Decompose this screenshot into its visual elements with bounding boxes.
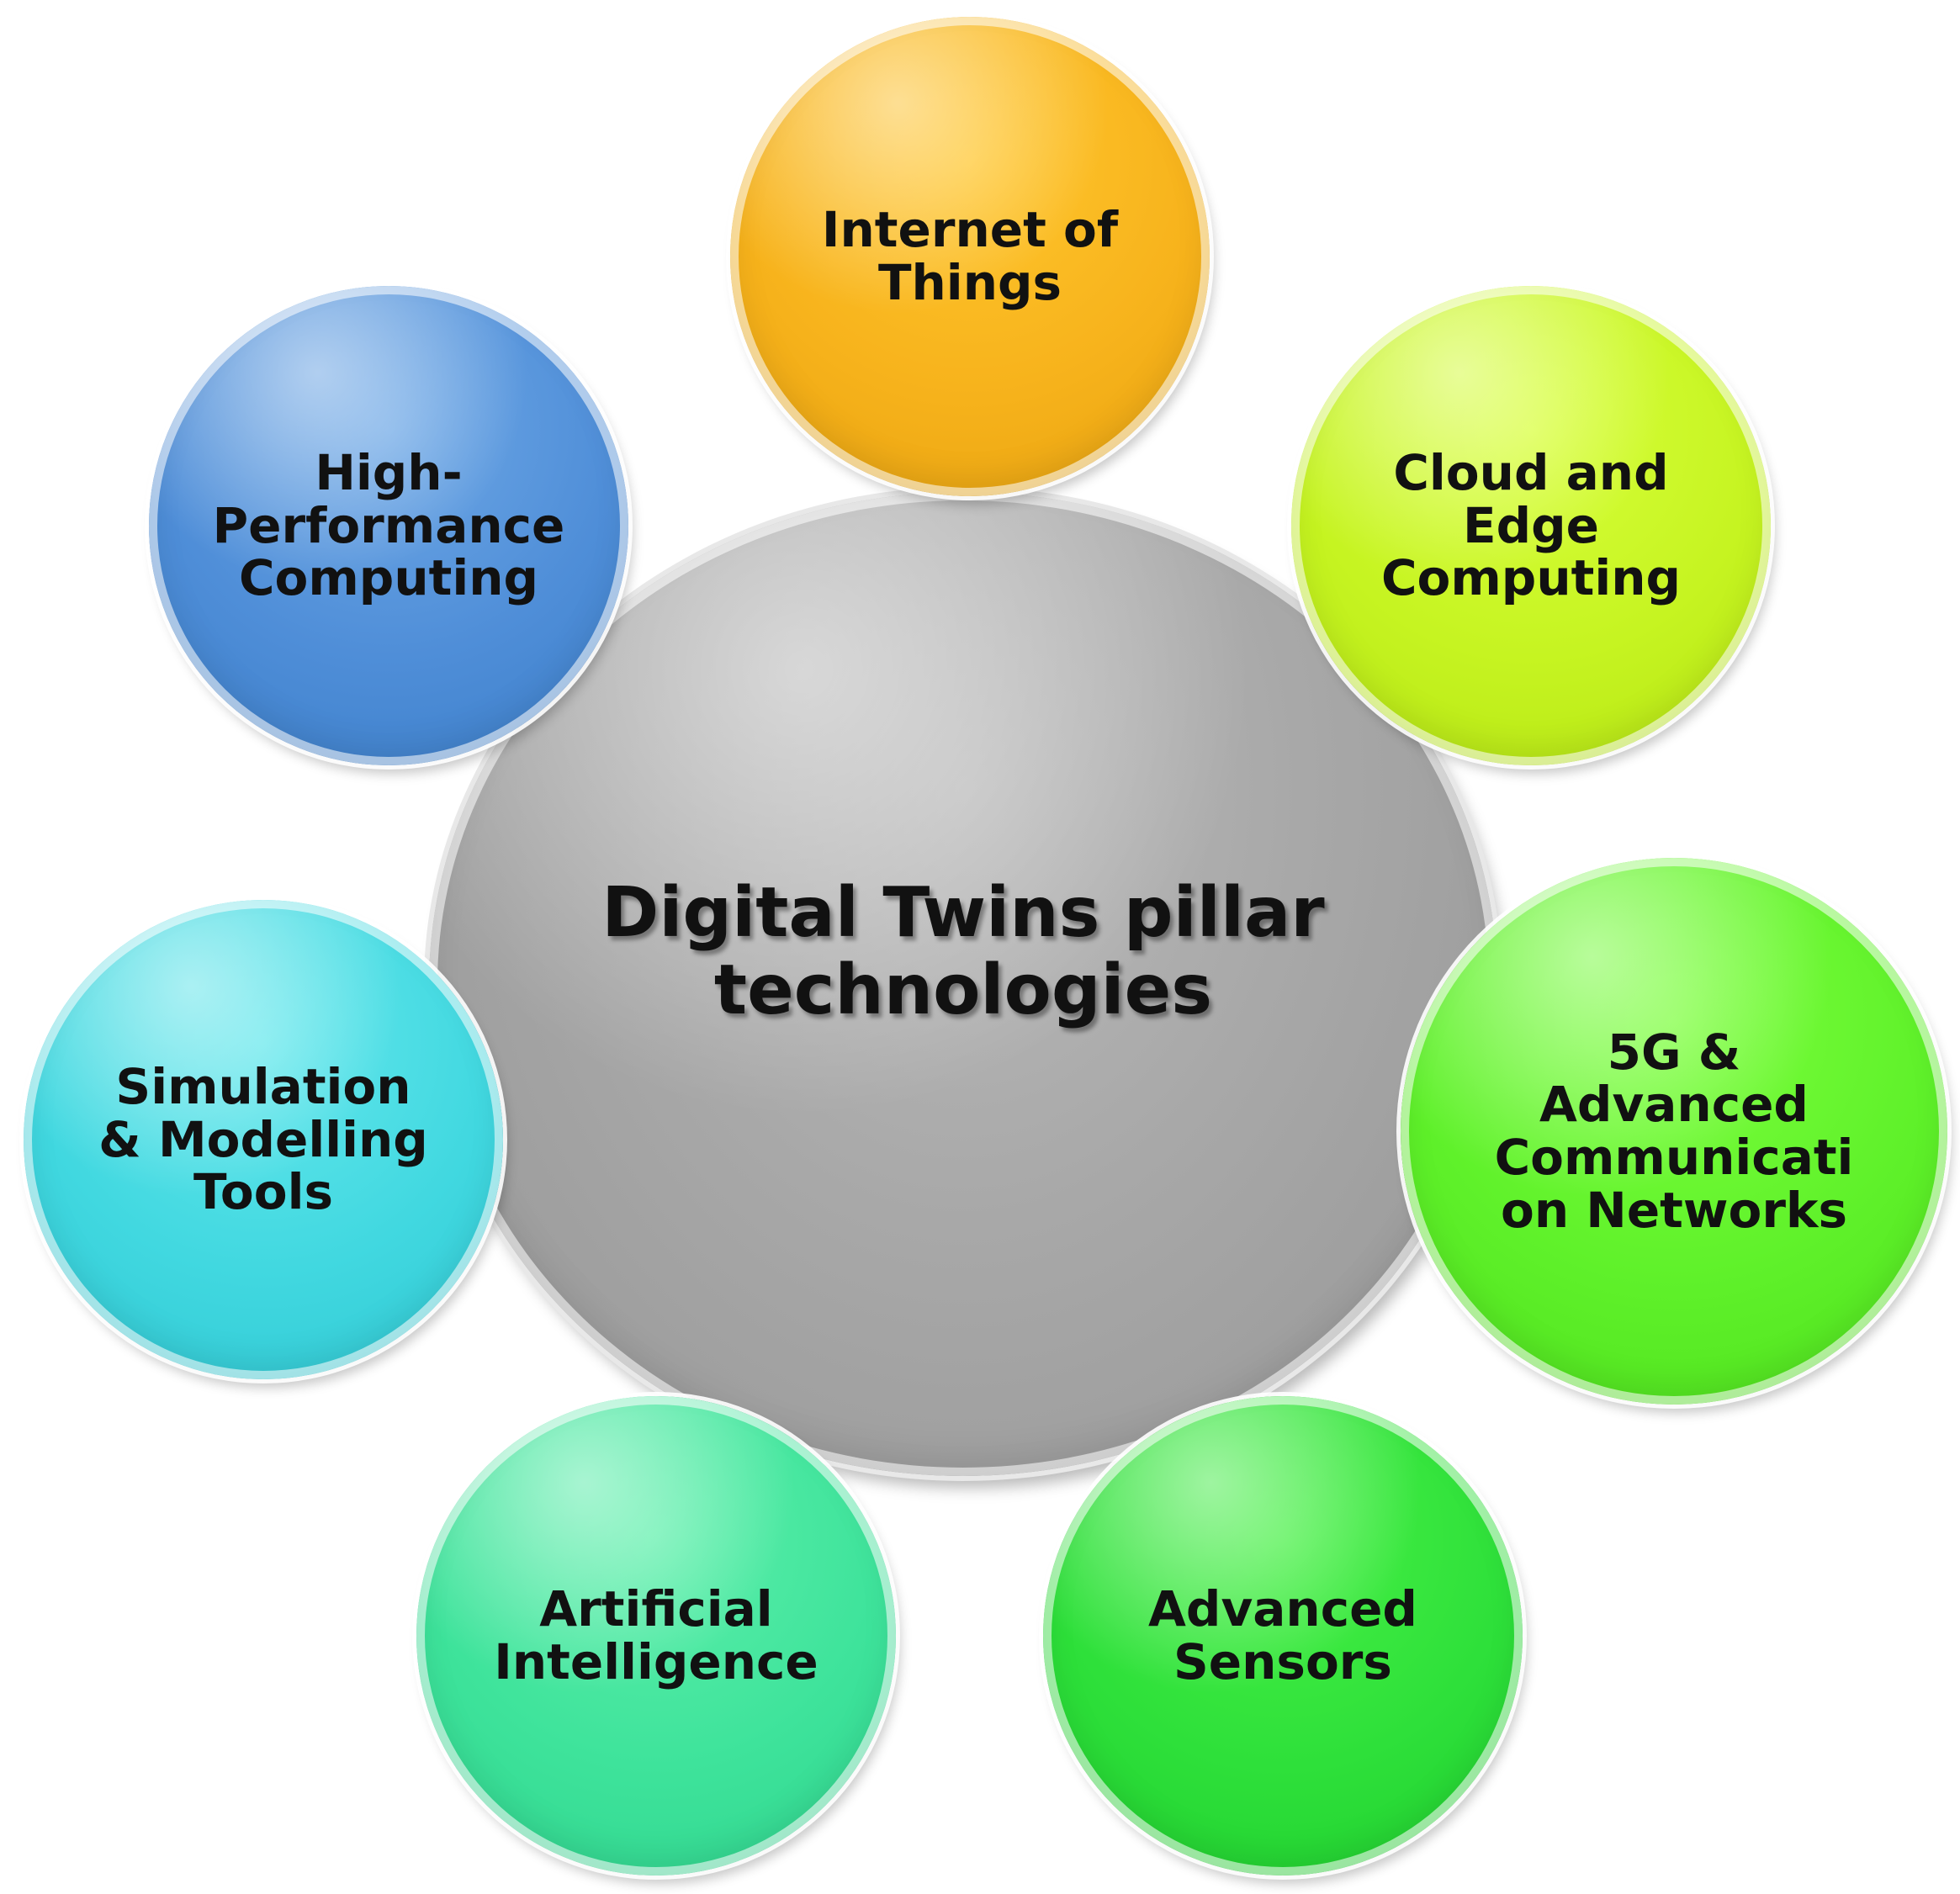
iot-label-line-2: Things (877, 254, 1062, 311)
iot-label: Internet of Things (822, 204, 1118, 309)
simulation-modelling-label-line-3: Tools (193, 1163, 333, 1221)
high-performance-computing-label: High- Performance Computing (213, 447, 565, 605)
high-performance-computing-circle: High- Performance Computing (149, 286, 628, 765)
five-g-circle: 5G & Advanced Communicati on Networks (1401, 858, 1947, 1405)
cloud-edge-label-line-2: Edge (1462, 496, 1599, 554)
high-performance-computing-label-line-1: High- (315, 444, 463, 502)
advanced-sensors-label: Advanced Sensors (1148, 1583, 1417, 1688)
center-label-line-1: Digital Twins pillar (601, 873, 1325, 953)
artificial-intelligence-circle: Artificial Intelligence (416, 1396, 896, 1875)
center-label: Digital Twins pillar technologies (429, 875, 1497, 1029)
center-label-line-2: technologies (713, 950, 1213, 1030)
cloud-edge-label-line-3: Computing (1380, 549, 1682, 607)
simulation-modelling-label-line-2: & Modelling (98, 1110, 428, 1168)
high-performance-computing-label-line-2: Performance (212, 496, 565, 554)
iot-circle: Internet of Things (730, 17, 1210, 496)
cloud-edge-label: Cloud and Edge Computing (1381, 447, 1681, 605)
advanced-sensors-label-line-1: Advanced (1148, 1580, 1417, 1638)
five-g-label-line-3: Communicati (1494, 1129, 1854, 1186)
iot-label-line-1: Internet of (821, 201, 1119, 259)
artificial-intelligence-label: Artificial Intelligence (494, 1583, 818, 1688)
advanced-sensors-circle: Advanced Sensors (1043, 1396, 1523, 1875)
high-performance-computing-label-line-3: Computing (238, 549, 539, 607)
center-circle: Digital Twins pillar technologies (429, 492, 1497, 1476)
cloud-edge-label-line-1: Cloud and (1393, 444, 1669, 502)
artificial-intelligence-label-line-1: Artificial (539, 1580, 773, 1638)
artificial-intelligence-label-line-2: Intelligence (494, 1633, 818, 1690)
simulation-modelling-circle: Simulation & Modelling Tools (24, 900, 503, 1379)
five-g-label-line-2: Advanced (1539, 1076, 1809, 1134)
five-g-label-line-4: on Networks (1500, 1181, 1848, 1239)
five-g-label: 5G & Advanced Communicati on Networks (1495, 1026, 1854, 1237)
advanced-sensors-label-line-2: Sensors (1173, 1633, 1392, 1690)
five-g-label-line-1: 5G & (1607, 1023, 1741, 1081)
simulation-modelling-label-line-1: Simulation (115, 1058, 411, 1116)
cloud-edge-circle: Cloud and Edge Computing (1291, 286, 1771, 765)
simulation-modelling-label: Simulation & Modelling Tools (98, 1061, 428, 1219)
